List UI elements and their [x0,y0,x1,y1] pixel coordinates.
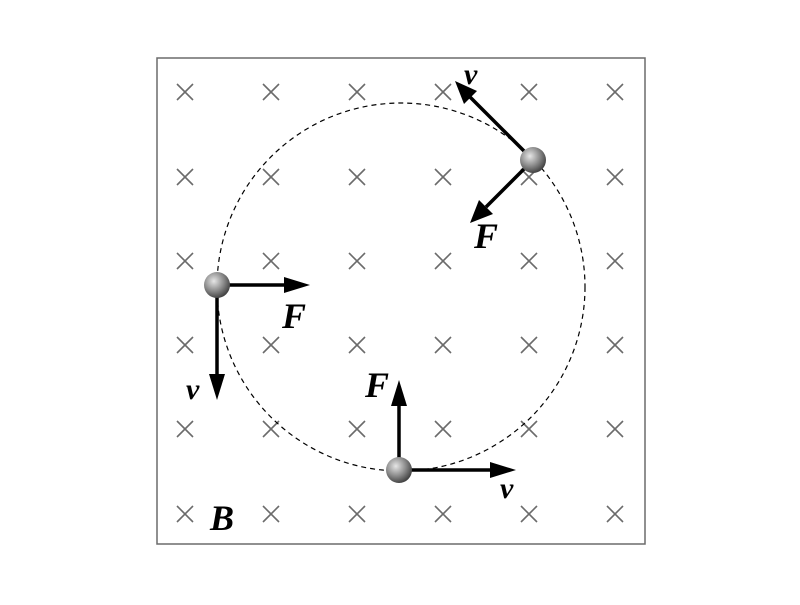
field-region-border [156,57,646,545]
field-x-mark [262,505,280,523]
field-x-mark [520,336,538,354]
magnetic-field-label: B [209,498,234,538]
field-x-mark [262,420,280,438]
field-x-mark [176,168,194,186]
field-x-mark [606,420,624,438]
field-x-mark [262,168,280,186]
field-x-mark [520,420,538,438]
field-x-mark [434,420,452,438]
velocity-arrowhead-top-right [455,81,477,104]
charge-left-group: F v [186,272,310,406]
velocity-arrowhead-bottom [490,462,516,478]
velocity-arrowhead-left [209,374,225,400]
field-x-mark [262,252,280,270]
charge-top-right [520,147,546,173]
field-x-mark [348,252,366,270]
field-x-mark [606,252,624,270]
field-x-mark [606,336,624,354]
field-marks [176,83,624,523]
field-x-mark [348,505,366,523]
velocity-label-left: v [186,373,200,406]
field-x-mark [176,336,194,354]
charge-bottom-group: F v [364,365,516,505]
field-x-mark [176,83,194,101]
field-x-mark [176,420,194,438]
force-label-top-right: F [473,216,498,256]
field-x-mark [606,505,624,523]
force-arrowhead-bottom [391,380,407,406]
field-x-mark [434,168,452,186]
field-x-mark [262,336,280,354]
field-x-mark [434,505,452,523]
field-x-mark [434,336,452,354]
velocity-label-bottom: v [500,472,514,505]
field-x-mark [176,505,194,523]
field-x-mark [606,83,624,101]
force-label-left: F [281,296,306,336]
force-arrowhead-top-right [470,200,493,223]
field-x-mark [176,252,194,270]
field-x-mark [348,336,366,354]
field-x-mark [520,252,538,270]
force-arrowhead-left [284,277,310,293]
velocity-label-top-right: v [464,58,478,91]
field-x-mark [348,420,366,438]
force-label-bottom: F [364,365,389,405]
field-x-mark [520,505,538,523]
field-x-mark [434,252,452,270]
field-x-mark [520,83,538,101]
velocity-arrow-top-right [468,95,535,162]
charge-bottom [386,457,412,483]
field-x-mark [262,83,280,101]
field-x-mark [348,83,366,101]
field-x-mark [348,168,366,186]
field-x-mark [434,83,452,101]
field-x-mark [606,168,624,186]
charge-top-right-group: v F [455,58,546,256]
charge-left [204,272,230,298]
